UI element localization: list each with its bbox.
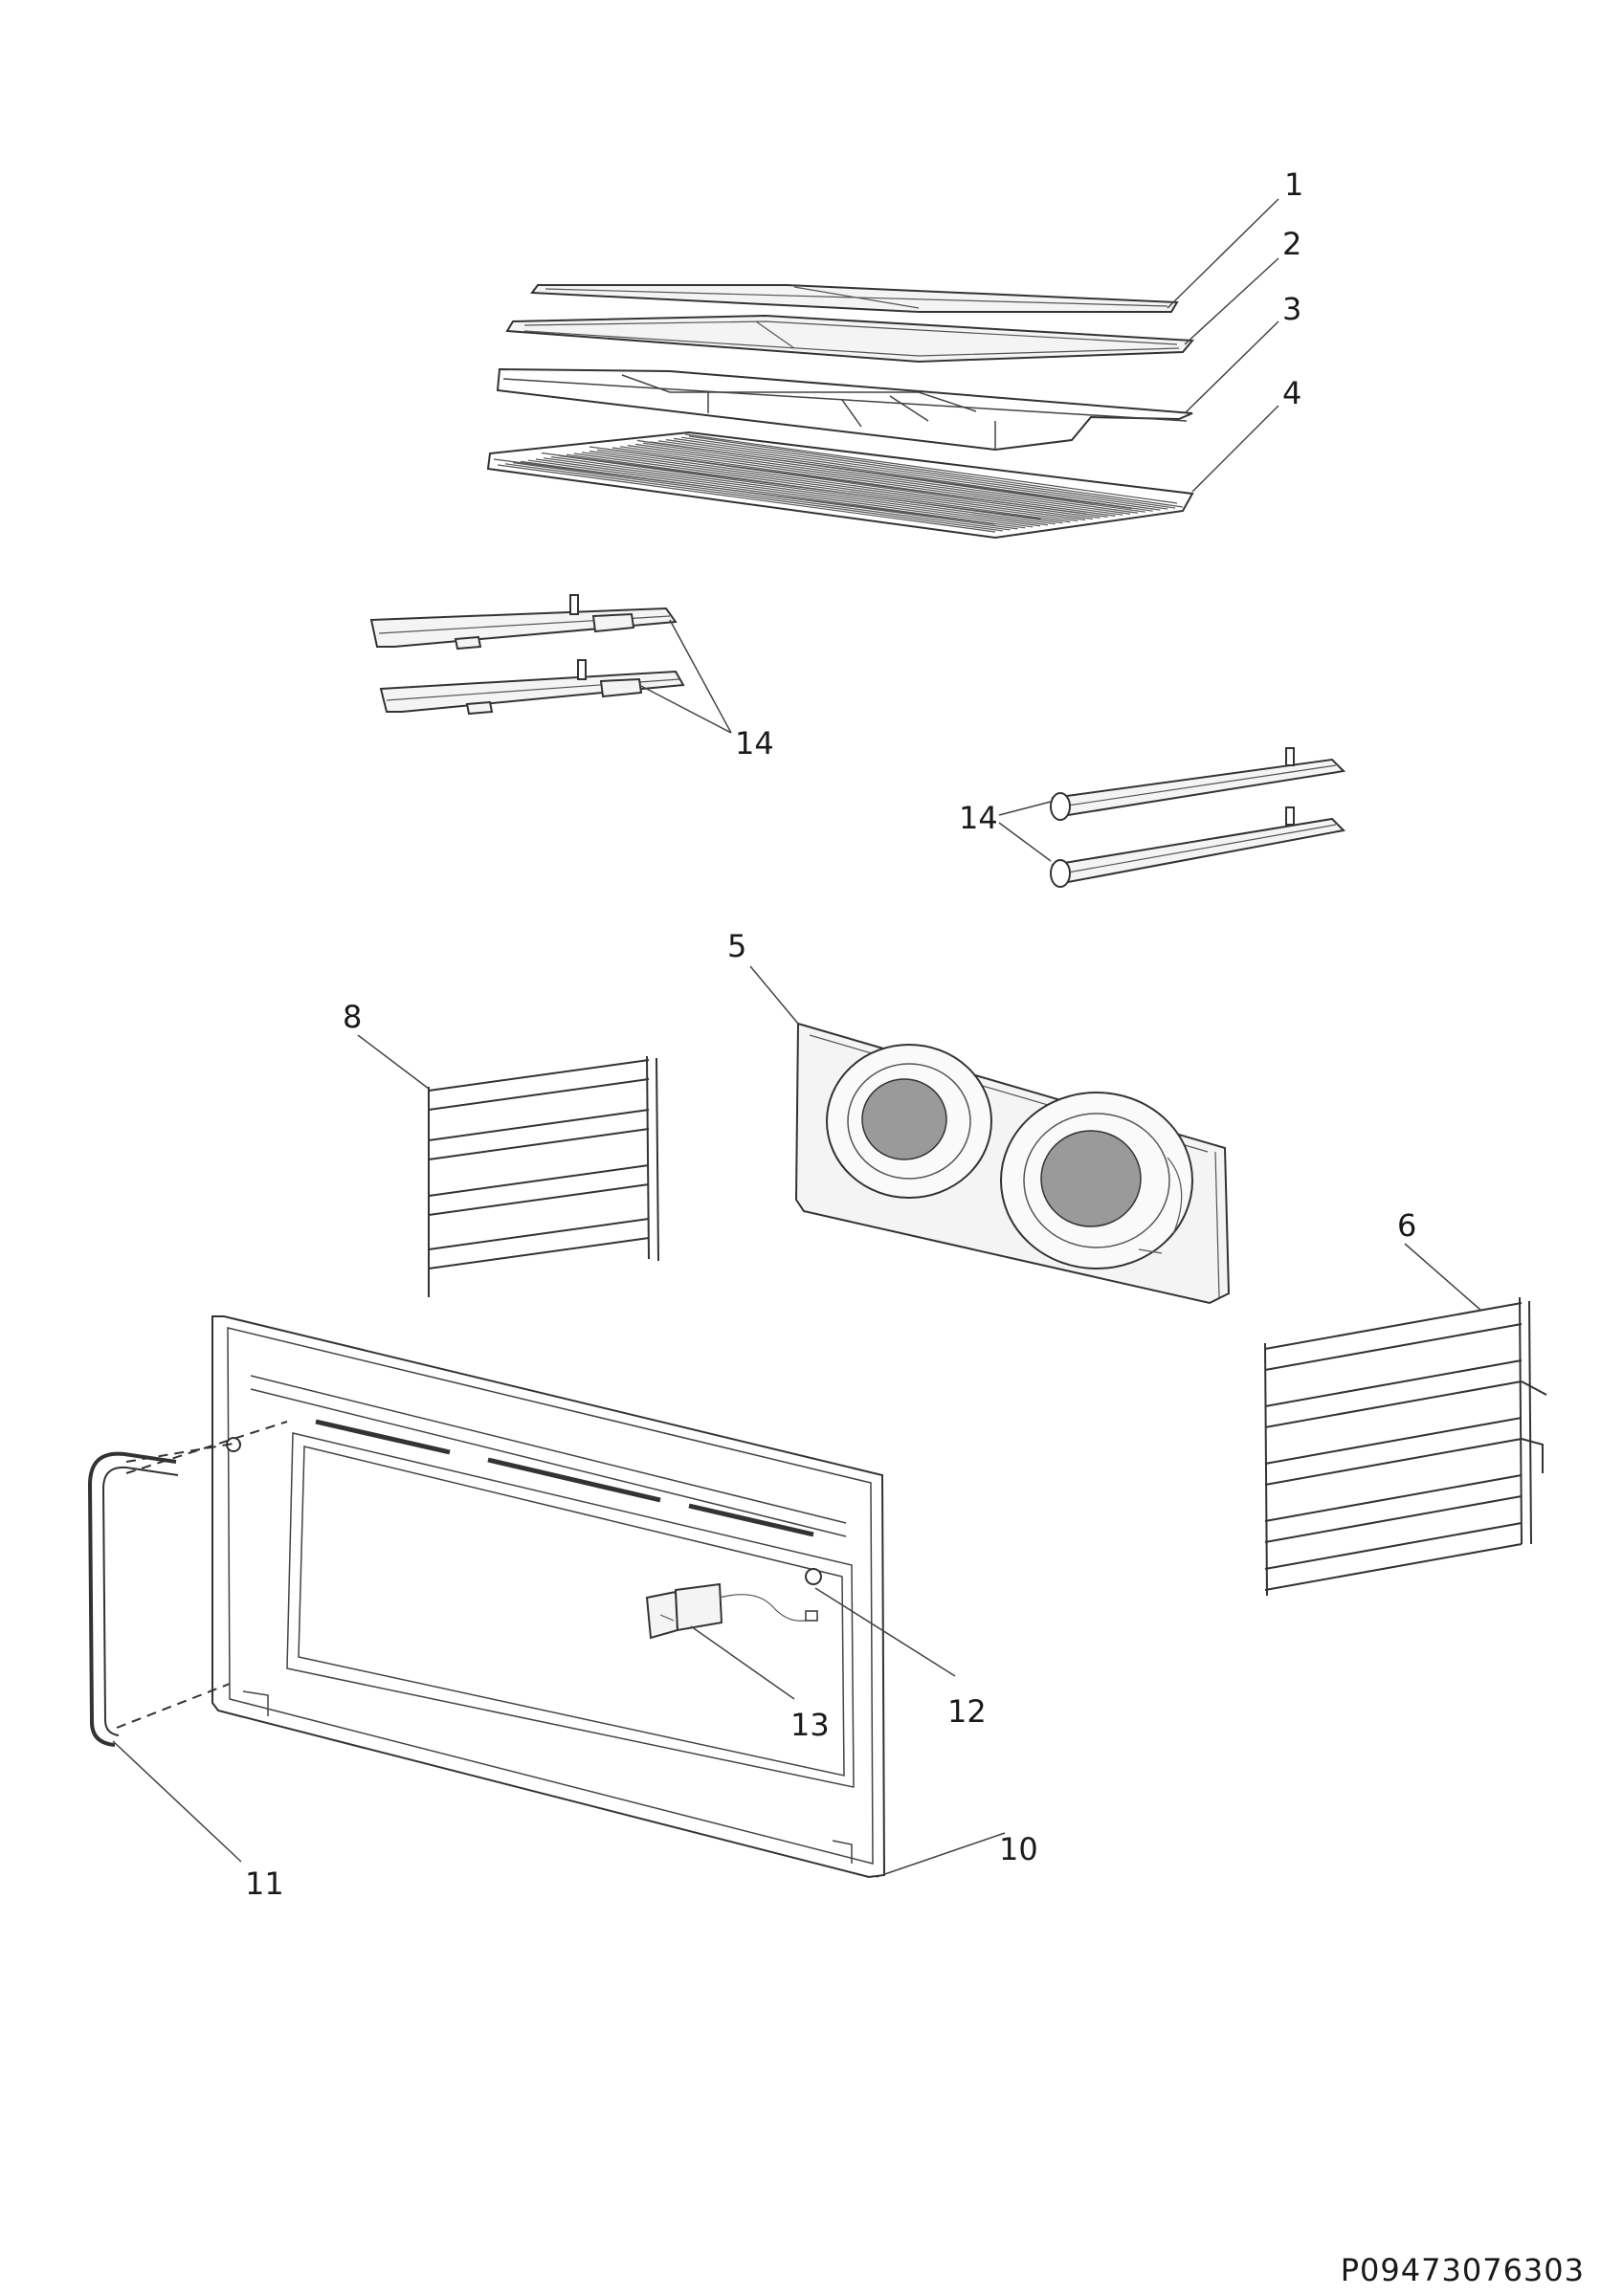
part-4-wire-grid: [486, 430, 1194, 540]
grid-wire: [527, 459, 1026, 529]
part-3-wire-shelf: [496, 367, 1193, 452]
callout-5: 5: [727, 928, 746, 964]
part-14-runners-left: [369, 594, 685, 716]
part-2-baking-tray: [505, 314, 1195, 364]
part-13-lamp-assembly: [645, 1582, 818, 1640]
support-rail: [1264, 1474, 1523, 1522]
support-rail: [1264, 1495, 1523, 1543]
support-rail: [428, 1128, 650, 1160]
grid-wire: [688, 435, 1184, 508]
support-rail: [428, 1059, 650, 1092]
part-5-fan-panel: [794, 1022, 1231, 1305]
support-rail: [428, 1109, 650, 1141]
grid-wire: [589, 446, 1087, 515]
support-rail: [1264, 1522, 1523, 1570]
support-rail: [428, 1164, 650, 1197]
support-rail: [1264, 1380, 1523, 1428]
grid-wire: [493, 458, 996, 525]
grid-wire: [504, 463, 1003, 532]
callout-3: 3: [1282, 291, 1301, 327]
grid-wire: [550, 456, 1048, 526]
support-rail: [1264, 1302, 1523, 1350]
support-rail: [1264, 1438, 1523, 1486]
callout-4: 4: [1282, 375, 1301, 411]
part-8-left-shelf-support: [428, 1055, 659, 1297]
part-6-right-shelf-support: [1264, 1296, 1547, 1597]
document-id: P09473076303: [1341, 2252, 1585, 2288]
grid-wire: [634, 443, 1131, 515]
grid-wire: [657, 440, 1153, 512]
part-1-mesh-tray: [530, 284, 1179, 313]
grid-wire: [684, 433, 1178, 504]
grid-wire: [589, 451, 1086, 521]
support-rail: [1264, 1417, 1523, 1465]
grid-wire: [673, 437, 1168, 510]
grid-wire: [558, 454, 1056, 525]
support-rail: [428, 1078, 650, 1111]
support-rail: [428, 1218, 650, 1250]
part-14-runners-right: [1050, 747, 1346, 888]
grid-wire: [512, 462, 1011, 531]
support-rail: [1264, 1359, 1523, 1407]
grid-wire: [680, 436, 1176, 509]
callout-labels: 1 2 3 4 14 14 5 8 6 10 11 12 13: [245, 166, 1416, 1902]
grid-wire: [642, 442, 1139, 514]
callout-8: 8: [343, 999, 362, 1035]
callout-11: 11: [245, 1866, 284, 1902]
callout-1: 1: [1284, 166, 1303, 203]
callout-13: 13: [790, 1707, 830, 1743]
leader-lines: [112, 198, 1482, 1878]
part-11-door-seal: [87, 1421, 288, 1747]
support-rail: [1264, 1323, 1523, 1371]
part-10-front-frame: [211, 1315, 886, 1879]
callout-6: 6: [1397, 1207, 1416, 1244]
grid-wire: [665, 439, 1161, 511]
callout-2: 2: [1282, 226, 1301, 262]
grid-wire: [581, 452, 1078, 522]
grid-wire: [596, 449, 1094, 520]
callout-12: 12: [947, 1693, 987, 1730]
grid-wire: [535, 458, 1034, 528]
callout-14-right: 14: [959, 800, 998, 836]
grid-wire: [543, 457, 1041, 527]
grid-wire: [541, 452, 1041, 520]
grid-wire: [573, 453, 1071, 523]
grid-wire: [627, 445, 1123, 516]
callout-14-left: 14: [735, 725, 774, 762]
support-rail: [1264, 1543, 1523, 1591]
support-rail: [428, 1183, 650, 1216]
grid-wire: [497, 464, 996, 533]
grid-wire: [636, 439, 1132, 510]
grid-wire: [619, 446, 1116, 517]
support-rail: [428, 1237, 650, 1269]
callout-10: 10: [999, 1831, 1038, 1867]
